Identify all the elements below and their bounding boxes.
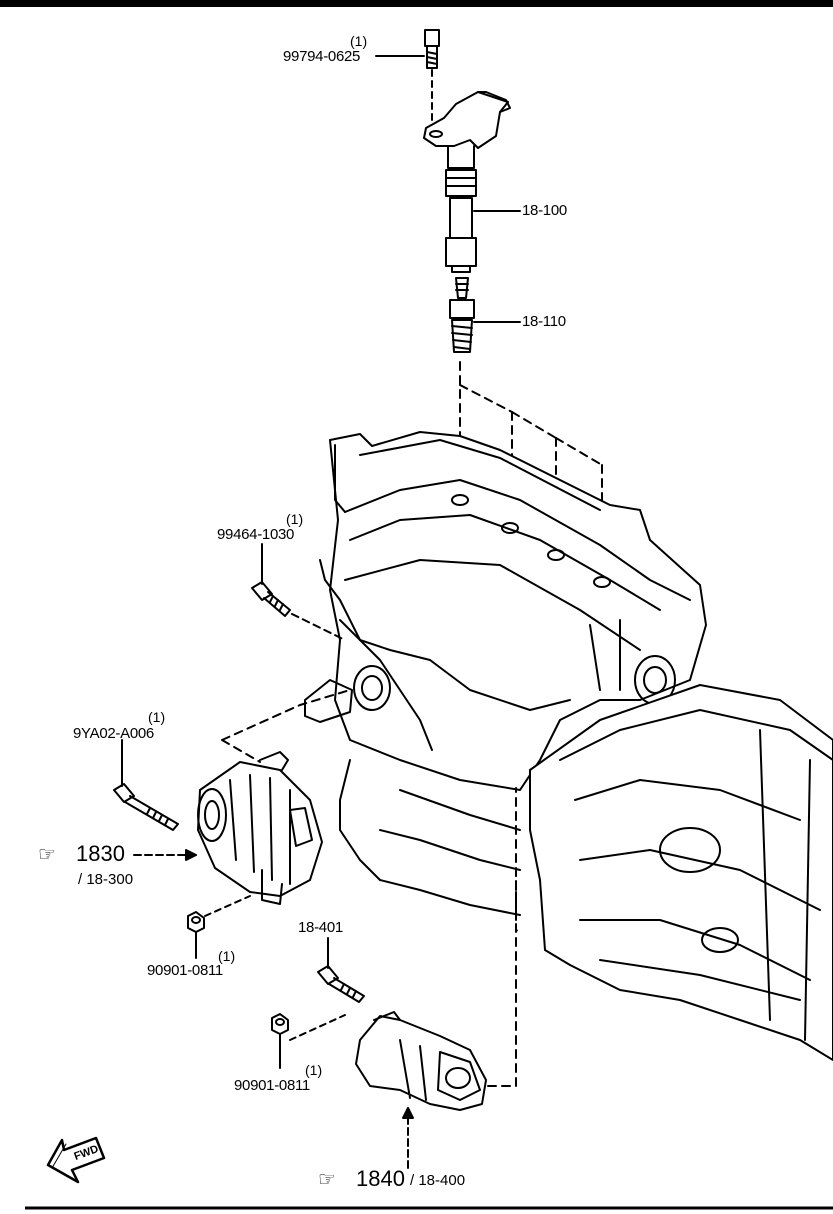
alternator-nut-qty: (1) — [218, 948, 236, 964]
alternator-nut-part-number: 90901-0811 — [147, 962, 223, 979]
starter-nut-axis — [289, 1014, 346, 1041]
alternator-nut — [187, 911, 205, 933]
alternator-bolt-part-number: 9YA02-A006 — [73, 725, 154, 742]
starter-motor — [355, 1011, 487, 1111]
starter-bolt-part-number: 18-401 — [298, 919, 343, 936]
spark-plug — [449, 277, 475, 353]
alternator-ref-arrowhead — [185, 849, 197, 861]
bracket-bolt-qty: (1) — [286, 511, 304, 527]
alternator-mount-guide — [221, 689, 351, 763]
engine-block — [304, 431, 707, 916]
alternator-bolt-qty: (1) — [148, 709, 166, 725]
alternator-ref-main: 1830 — [76, 841, 125, 866]
coil-bolt-qty: (1) — [350, 33, 368, 49]
spark-plug-part-number: 18-110 — [522, 313, 566, 330]
top-rule — [0, 0, 833, 7]
pointing-hand-icon: ☞ — [38, 844, 56, 866]
ignition-coil — [423, 91, 511, 273]
pointing-hand-icon: ☞ — [318, 1169, 336, 1191]
coil-bolt-part-number: 99794-0625 — [283, 48, 361, 65]
coil-bolt — [424, 29, 440, 69]
starter-nut — [271, 1013, 289, 1035]
alternator-nut-axis — [204, 895, 251, 917]
transmission — [529, 684, 833, 1061]
starter-ref-arrowhead — [402, 1107, 414, 1119]
starter-bolt — [317, 965, 365, 1003]
bracket-bolt — [251, 581, 291, 617]
starter-ref-sub: / 18-400 — [410, 1172, 466, 1189]
bracket-bolt-axis — [291, 613, 346, 641]
starter-mount-guide — [487, 787, 517, 1087]
starter-ref-main: 1840 — [356, 1166, 405, 1191]
alternator-bolt — [113, 783, 179, 831]
starter-bracket-guide — [515, 869, 521, 933]
ignition-coil-part-number: 18-100 — [522, 202, 567, 219]
starter-nut-qty: (1) — [305, 1062, 323, 1078]
fwd-arrow-icon — [46, 1136, 106, 1184]
bracket-bolt-part-number: 99464-1030 — [217, 526, 295, 543]
alternator-ref-sub: / 18-300 — [78, 871, 134, 888]
starter-nut-part-number: 90901-0811 — [234, 1077, 310, 1094]
alternator — [197, 751, 323, 905]
